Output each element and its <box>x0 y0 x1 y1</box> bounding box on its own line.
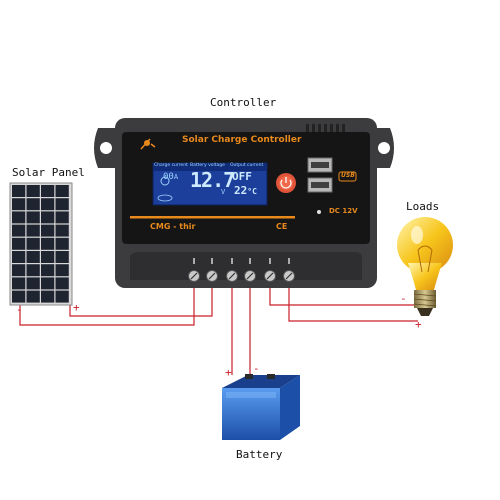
solar-cell <box>55 251 69 263</box>
wire-load-minus <box>269 285 418 306</box>
lcd-header-voltage: Battery voltage <box>190 163 225 168</box>
solar-cell <box>55 264 69 277</box>
solar-cell <box>41 237 55 250</box>
lcd-current-number: 00 <box>163 172 174 182</box>
solar-cell <box>26 211 40 224</box>
wires <box>19 285 418 385</box>
lcd-voltage-unit: V <box>221 188 226 196</box>
ce-mark: CE <box>276 222 288 231</box>
terminal-screws <box>188 258 295 282</box>
solar-cell <box>55 224 69 237</box>
solar-cell <box>12 211 26 224</box>
battery-icon <box>222 374 300 440</box>
controller-unit <box>94 118 394 288</box>
battery-minus-mark: - <box>253 362 260 375</box>
lcd-output-status: OFF <box>232 170 252 183</box>
loads-label: Loads <box>406 200 440 213</box>
solar-cell <box>55 237 69 250</box>
terminal-marker <box>288 258 290 264</box>
solar-cell <box>55 185 69 197</box>
wire-load-plus <box>288 285 418 322</box>
solar-cell <box>12 224 26 237</box>
terminal-screw-slot <box>190 272 198 280</box>
solar-cell <box>26 264 40 277</box>
lcd-voltage-value: 12.7 <box>190 168 235 192</box>
terminal-marker <box>211 258 213 264</box>
lcd-temperature-unit: °C <box>247 187 257 196</box>
solar-panel-label: Solar Panel <box>12 166 85 179</box>
lcd-current-value: 00A <box>163 172 178 182</box>
power-button-icon <box>276 173 296 193</box>
solar-cell <box>41 211 55 224</box>
load-minus-mark: - <box>400 292 407 305</box>
lcd-current-unit: A <box>173 173 179 181</box>
lcd-voltage-number: 12.7 <box>190 168 235 192</box>
usb-label: USB <box>341 172 355 179</box>
battery-top <box>222 375 300 388</box>
solar-cell <box>26 277 40 290</box>
lcd-header-current: Charge current <box>154 163 188 168</box>
solar-cell <box>41 198 55 211</box>
solar-cell <box>12 237 26 250</box>
terminal-marker <box>269 258 271 264</box>
battery-plus-mark: + <box>225 366 232 379</box>
solar-cell <box>55 198 69 211</box>
panel-minus-mark: - <box>16 303 23 316</box>
solar-cell <box>41 185 55 197</box>
panel-plus-mark: + <box>73 301 80 314</box>
lcd-temperature-number: 22 <box>234 184 248 197</box>
controller-label: Controller <box>210 96 277 109</box>
solar-cell <box>41 264 55 277</box>
solar-cell <box>55 277 69 290</box>
lcd-temperature: 22°C <box>234 184 257 197</box>
solar-cell <box>41 290 55 303</box>
solar-cell <box>26 224 40 237</box>
solar-cell <box>12 290 26 303</box>
solar-cell <box>55 290 69 303</box>
solar-cell <box>12 264 26 277</box>
load-plus-mark: + <box>415 318 422 331</box>
wire-panel-plus <box>69 285 213 317</box>
solar-cell <box>12 277 26 290</box>
solar-cell <box>26 198 40 211</box>
model-label: CMG - thir <box>150 222 196 231</box>
sun-icon <box>140 138 156 150</box>
solar-cell <box>41 251 55 263</box>
terminal-screw-slot <box>246 272 254 280</box>
solar-cell <box>26 251 40 263</box>
terminal-screw-slot <box>208 272 216 280</box>
solar-cell <box>26 290 40 303</box>
solar-panel-icon <box>9 182 73 306</box>
terminal-screw-slot <box>285 272 293 280</box>
dc-label: DC 12V <box>329 207 358 215</box>
bulb-icon <box>397 217 453 316</box>
solar-cell <box>12 198 26 211</box>
lcd-header-output: Output current <box>230 163 264 168</box>
usb-icon <box>307 157 357 193</box>
terminal-marker <box>249 258 251 264</box>
terminal-marker <box>231 258 233 264</box>
terminal-screw-slot <box>266 272 274 280</box>
terminal-marker <box>193 258 195 264</box>
solar-cell <box>26 237 40 250</box>
solar-cell <box>55 211 69 224</box>
solar-cell <box>12 251 26 263</box>
solar-cell <box>41 277 55 290</box>
terminal-block <box>130 252 362 280</box>
device-title: Solar Charge Controller <box>182 135 302 145</box>
wire-panel-minus <box>19 285 195 326</box>
terminal-screw-slot <box>228 272 236 280</box>
solar-cell <box>41 224 55 237</box>
solar-cell <box>26 185 40 197</box>
battery-label: Battery <box>236 448 283 461</box>
solar-cell <box>12 185 26 197</box>
